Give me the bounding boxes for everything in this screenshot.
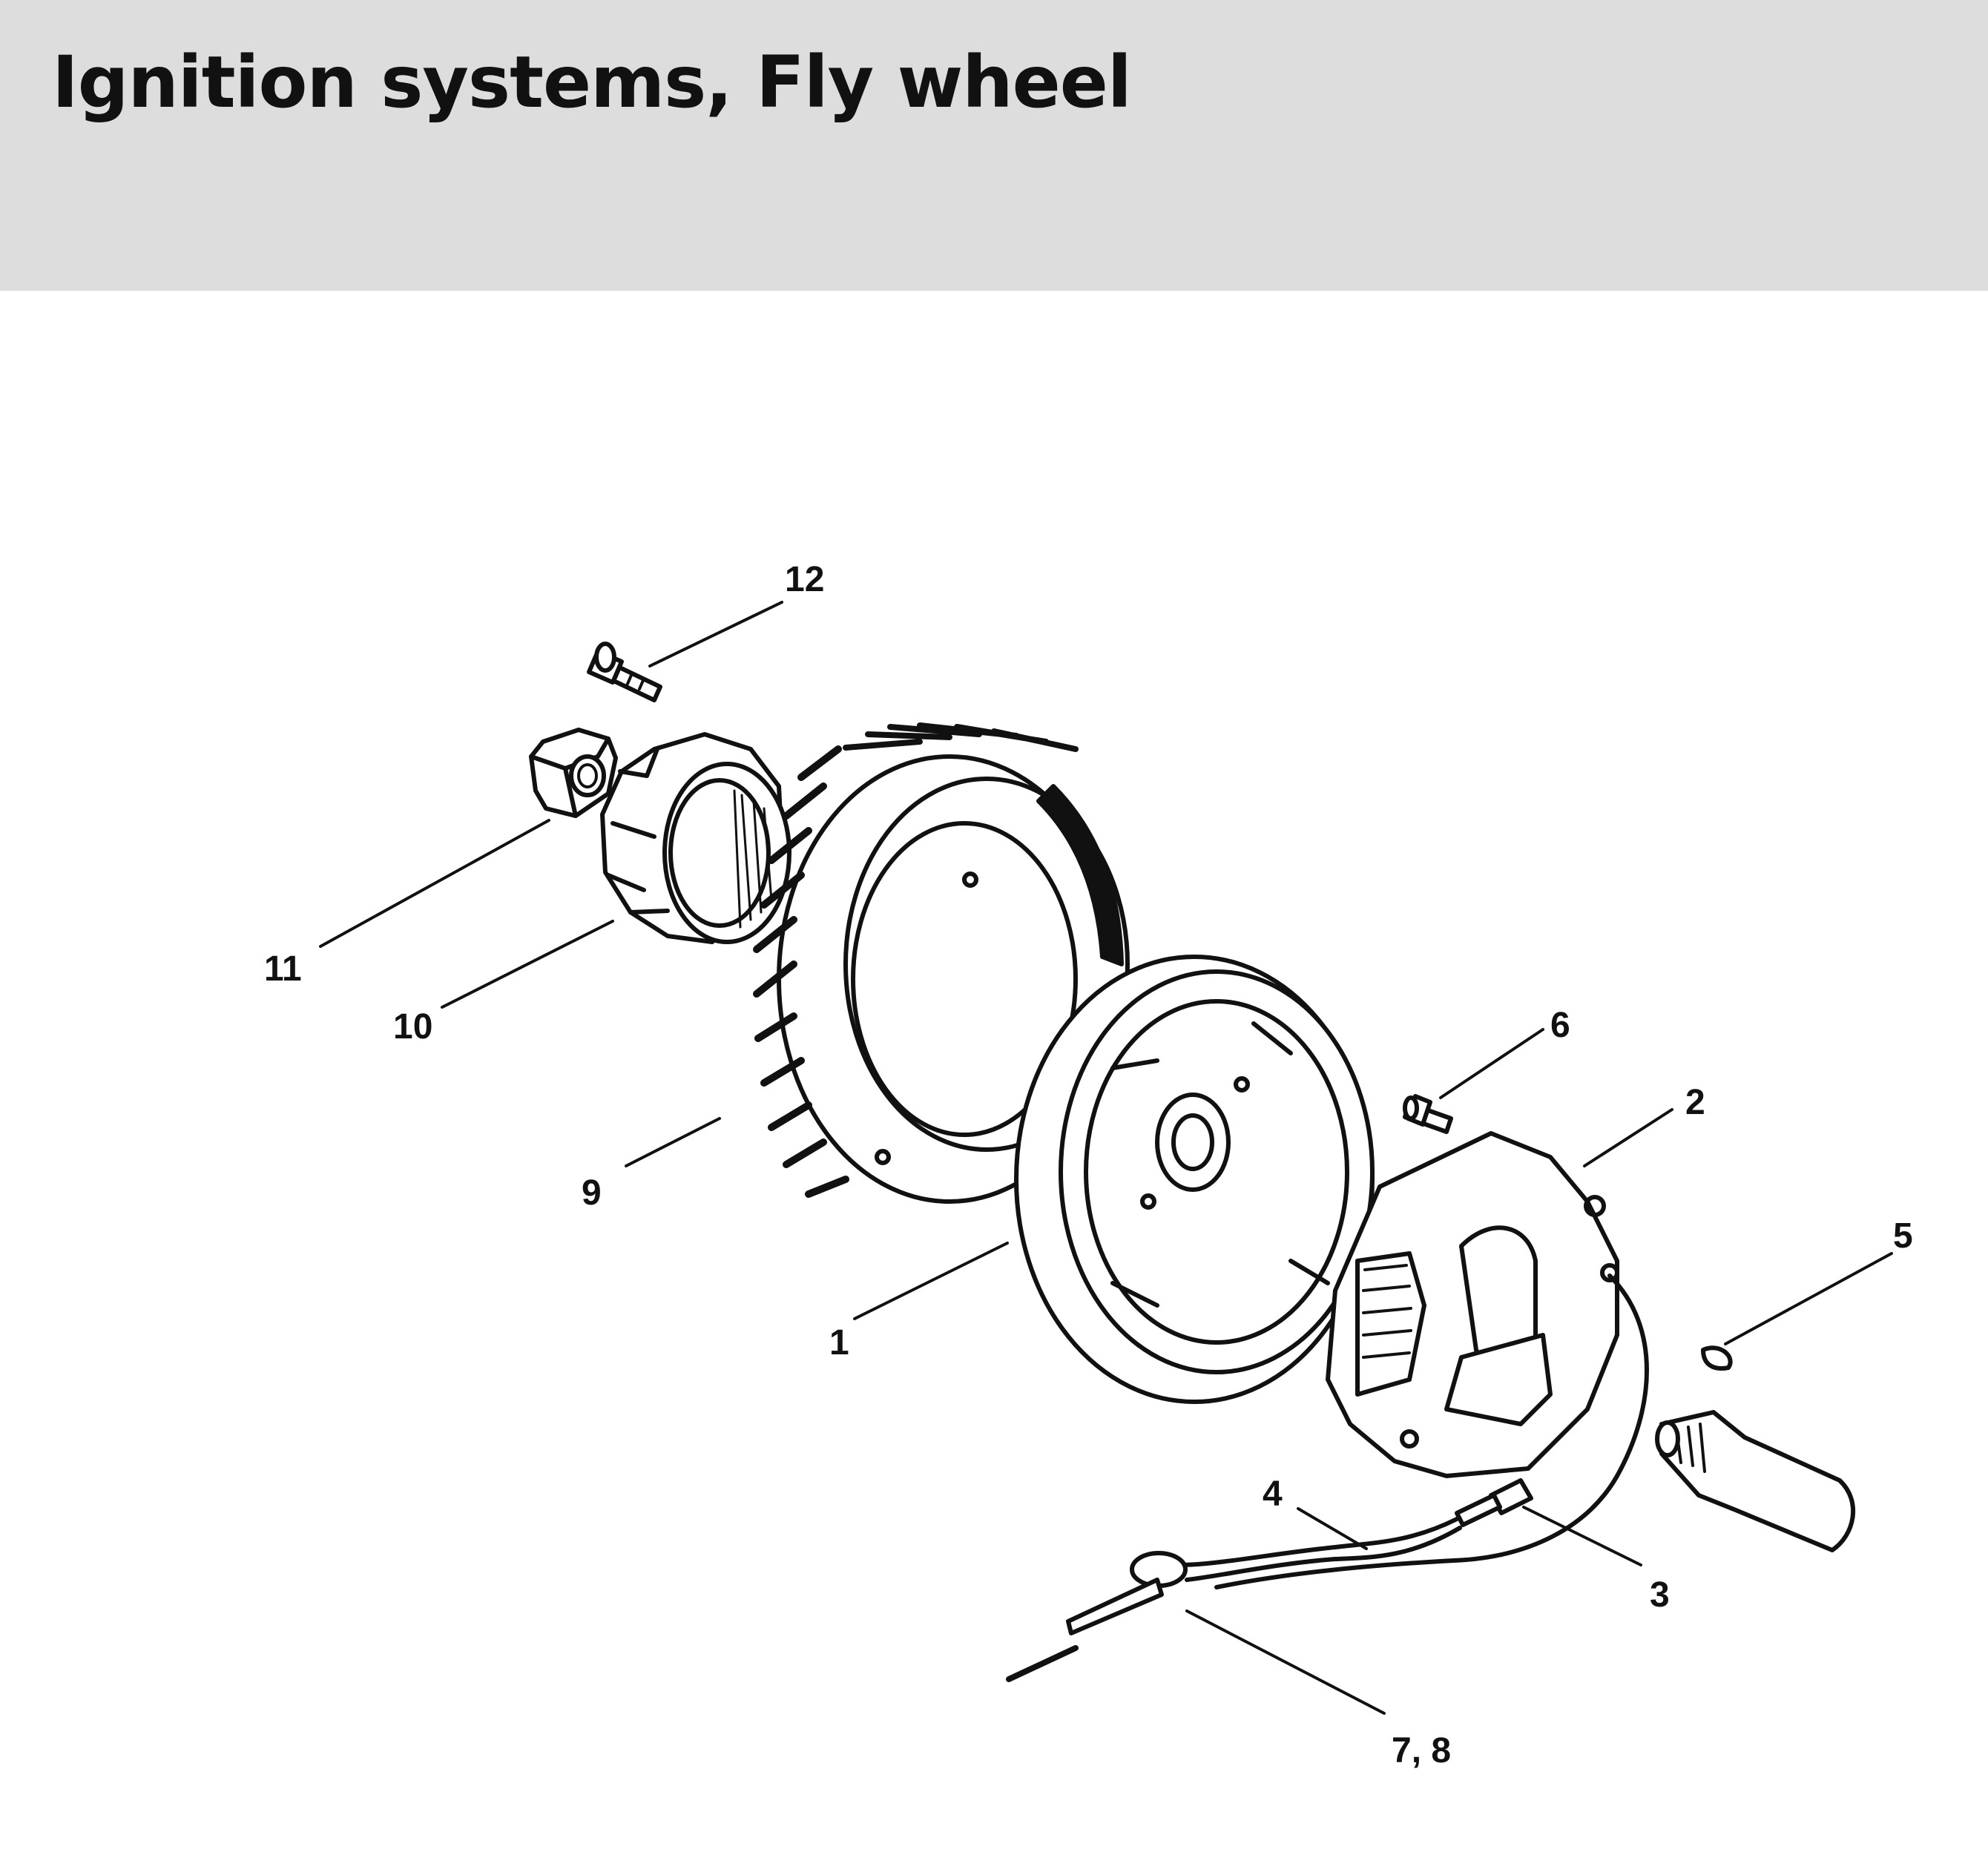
page-title: Ignition systems, Fly wheel bbox=[52, 41, 1132, 124]
callout-6: 6 bbox=[1550, 1006, 1570, 1045]
leader-lines bbox=[319, 601, 1893, 1715]
starter-cup-part-10 bbox=[600, 732, 791, 944]
header-bar: Ignition systems, Fly wheel bbox=[0, 0, 1988, 291]
leader-line-6 bbox=[1439, 1028, 1544, 1099]
callout-2: 2 bbox=[1685, 1083, 1705, 1122]
screw-part-11 bbox=[587, 642, 662, 702]
leader-line-3 bbox=[1522, 1506, 1642, 1566]
callout-12: 11 bbox=[264, 949, 302, 989]
screw-part-6 bbox=[1403, 1094, 1453, 1134]
callout-5: 5 bbox=[1893, 1216, 1913, 1256]
callout-11: 12 bbox=[785, 560, 824, 599]
leader-line-11 bbox=[648, 601, 783, 668]
leader-line-5 bbox=[1724, 1252, 1893, 1345]
callout-10: 10 bbox=[393, 1007, 432, 1047]
exploded-parts-diagram: 12 11 10 9 1 6 2 5 4 3 7, 8 bbox=[264, 560, 1913, 1770]
leader-line-12 bbox=[319, 819, 550, 948]
callout-9: 9 bbox=[582, 1173, 602, 1213]
leader-line-2 bbox=[1583, 1108, 1673, 1167]
callout-7-8: 7, 8 bbox=[1392, 1731, 1451, 1770]
leader-line-10 bbox=[441, 920, 614, 1009]
callout-4: 4 bbox=[1263, 1474, 1283, 1514]
leader-line-9 bbox=[625, 1117, 721, 1167]
ignition-lead-parts-3-4-7-8 bbox=[1006, 1273, 1649, 1682]
leader-line-4 bbox=[1297, 1507, 1368, 1550]
woodruff-key-part-5 bbox=[1701, 1345, 1733, 1371]
hex-nut-part-12 bbox=[529, 728, 618, 818]
callout-labels: 12 11 10 9 1 6 2 5 4 3 7, 8 bbox=[264, 560, 1913, 1770]
flywheel-part-1 bbox=[1014, 955, 1375, 1404]
ignition-module-part-2 bbox=[1326, 1131, 1619, 1478]
leader-line-7-8 bbox=[1185, 1609, 1386, 1715]
spark-plug-boot bbox=[1655, 1410, 1856, 1552]
callout-1: 1 bbox=[829, 1323, 849, 1362]
callout-3: 3 bbox=[1650, 1575, 1670, 1615]
leader-line-1 bbox=[853, 1242, 1009, 1320]
